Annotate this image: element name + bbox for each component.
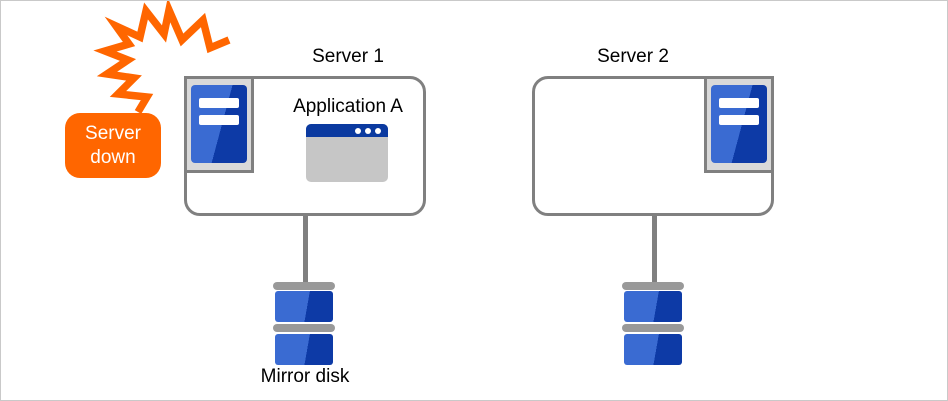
disk-body: [624, 291, 682, 322]
disk-platter-bar: [622, 324, 684, 332]
server1-disk-connector: [303, 211, 308, 284]
mirror-disk-icon-left: [273, 282, 335, 365]
server2-label: Server 2: [597, 46, 669, 67]
disk-platter-bar: [273, 324, 335, 332]
disk-body: [624, 334, 682, 365]
disk-body: [275, 334, 333, 365]
application-window-icon: [306, 124, 388, 182]
mirror-disk-label: Mirror disk: [260, 366, 350, 387]
server1-icon-panel: [184, 76, 254, 173]
server2-disk-connector: [652, 211, 657, 284]
server1-label: Server 1: [312, 46, 384, 67]
server-tower-icon: [711, 85, 767, 163]
server-drive-slot-icon: [199, 115, 239, 125]
server-tower-icon: [191, 85, 247, 163]
window-titlebar: [306, 124, 388, 137]
mirror-disk-icon-right: [622, 282, 684, 365]
server-down-label: Server down: [85, 122, 141, 168]
server-drive-slot-icon: [199, 98, 239, 108]
window-dot-icon: [355, 127, 361, 134]
disk-body: [275, 291, 333, 322]
disk-platter-bar: [622, 282, 684, 290]
window-dot-icon: [375, 127, 381, 134]
server-drive-slot-icon: [719, 98, 759, 108]
disk-platter-bar: [273, 282, 335, 290]
server2-icon-panel: [704, 76, 774, 173]
server-drive-slot-icon: [719, 115, 759, 125]
server-down-badge: Server down: [65, 113, 161, 178]
window-dot-icon: [365, 127, 371, 134]
application-a-label: Application A: [293, 96, 403, 117]
